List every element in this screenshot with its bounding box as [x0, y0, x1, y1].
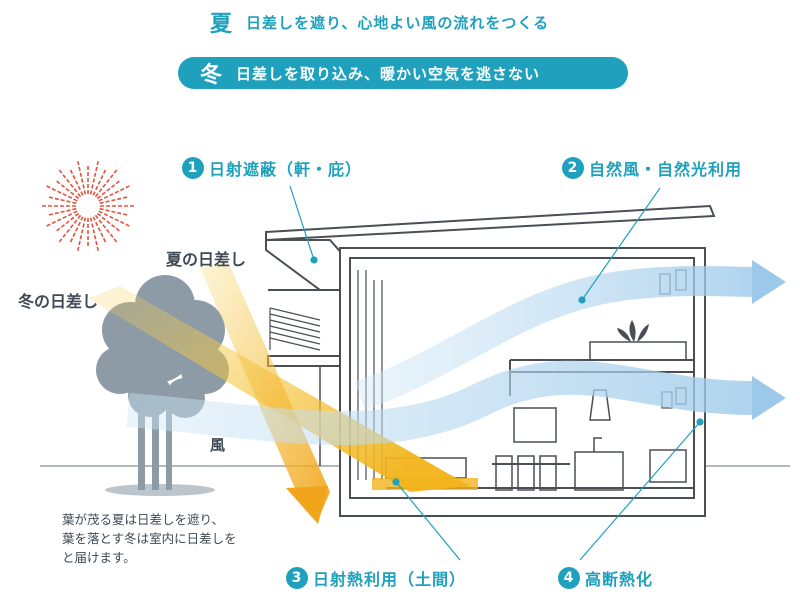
- feature-4-number: 4: [558, 567, 580, 589]
- wind-flow-lower: [126, 360, 761, 446]
- sun-ray: [77, 161, 87, 195]
- sun-ray: [69, 216, 84, 243]
- plant-icon: [617, 320, 649, 342]
- feature-3-number: 3: [286, 567, 308, 589]
- sun-ray: [99, 196, 128, 205]
- wind-label: 風: [210, 436, 226, 454]
- feature-1-number: 1: [182, 157, 204, 179]
- feature-3: 3 日射熱利用（土間）: [286, 566, 466, 590]
- winter-banner: 冬 日差しを取り込み、暖かい空気を逃さない: [178, 57, 628, 89]
- sun-ray: [96, 180, 120, 200]
- sun-ray: [89, 217, 99, 251]
- feature-2: 2 自然風・自然光利用: [562, 156, 742, 180]
- summer-kanji: 夏: [210, 12, 233, 37]
- house: [265, 204, 716, 517]
- sun-ray: [56, 180, 80, 200]
- sun-ray: [69, 169, 84, 196]
- feature-2-number: 2: [562, 157, 584, 179]
- tree-note-line-1: 葉が茂る夏は日差しを遮り、: [62, 512, 225, 527]
- summer-sunbeam: [200, 262, 330, 520]
- sun-ray: [99, 207, 128, 216]
- sun-ray: [92, 216, 107, 243]
- sun-ray: [96, 212, 120, 232]
- tree-note: 葉が茂る夏は日差しを遮り、 葉を落とす冬は室内に日差しを と届けます。: [62, 510, 278, 567]
- sun-ray: [48, 207, 77, 216]
- tree-note-line-2: 葉を落とす冬は室内に日差しを: [62, 531, 237, 546]
- feature-4-label: 高断熱化: [585, 570, 654, 589]
- sun-ray: [92, 169, 107, 196]
- sun-ray: [48, 196, 77, 205]
- wind-arrowhead-upper: [752, 260, 786, 304]
- winter-kanji: 冬: [200, 63, 223, 88]
- sun-ray: [77, 217, 87, 251]
- feature-4: 4 高断熱化: [558, 566, 653, 590]
- callout-lines: [289, 185, 704, 561]
- summer-text: 日差しを遮り、心地よい風の流れをつくる: [246, 13, 550, 32]
- feature-1: 1 日射遮蔽（軒・庇）: [182, 156, 362, 180]
- tree-note-line-3: と届けます。: [62, 550, 136, 565]
- feature-1-label: 日射遮蔽（軒・庇）: [209, 160, 363, 179]
- summer-sun-label: 夏の日差し: [166, 250, 247, 269]
- winter-text: 日差しを取り込み、暖かい空気を逃さない: [236, 64, 541, 83]
- feature-2-label: 自然風・自然光利用: [589, 160, 743, 179]
- sun-ray: [89, 161, 99, 195]
- feature-3-label: 日射熱利用（土間）: [313, 570, 467, 589]
- sun-icon: [42, 161, 134, 251]
- sun-ray: [56, 212, 80, 232]
- wind-arrowhead-lower: [752, 376, 786, 420]
- summer-sunbeam-arrowhead: [286, 486, 328, 524]
- earth-floor-heat: [372, 478, 478, 490]
- summer-banner: 夏 日差しを遮り、心地よい風の流れをつくる: [188, 6, 628, 38]
- winter-sun-label: 冬の日差し: [18, 292, 99, 311]
